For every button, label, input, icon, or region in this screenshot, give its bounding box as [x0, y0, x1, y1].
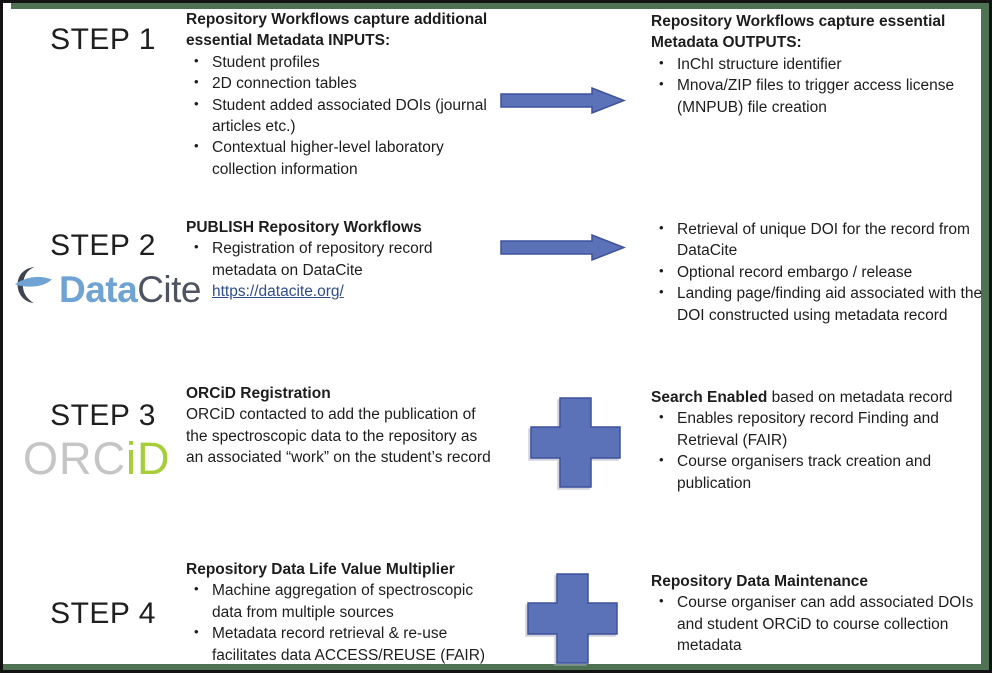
step-4-maintenance-panel: Repository Data Maintenance Course organ…	[651, 571, 989, 657]
plus-icon	[530, 397, 621, 493]
step-3-label: STEP 3	[50, 399, 156, 432]
step-2-publish-list: Registration of repository record metada…	[186, 238, 496, 302]
step-2-results-panel: Retrieval of unique DOI for the record f…	[651, 219, 989, 326]
list-item: InChI structure identifier	[651, 54, 983, 75]
list-item: Course organiser can add associated DOIs…	[651, 592, 989, 656]
step-3-search-list: Enables repository record Finding and Re…	[651, 408, 989, 494]
list-item: Student added associated DOIs (journal a…	[186, 95, 496, 138]
step-2-publish-panel: PUBLISH Repository Workflows Registratio…	[186, 217, 496, 303]
step-3-registration-text: ORCiD contacted to add the publication o…	[186, 406, 491, 467]
orcid-logo: ORCiD	[23, 433, 171, 485]
step-4-multiplier-list: Machine aggregation of spectroscopic dat…	[186, 580, 498, 666]
step-4-maintenance-title: Repository Data Maintenance	[651, 573, 869, 590]
step-2-results-list: Retrieval of unique DOI for the record f…	[651, 219, 989, 326]
step-1-inputs-title: Repository Workflows capture additional …	[186, 11, 488, 50]
list-item: Landing page/finding aid associated with…	[651, 283, 989, 326]
search-enabled-bold: Search Enabled	[651, 389, 768, 406]
step-1-outputs-list: InChI structure identifier Mnova/ZIP fil…	[651, 54, 983, 118]
step-4-label: STEP 4	[50, 597, 156, 630]
orcid-logo-orc: ORC	[23, 433, 126, 484]
list-item: Contextual higher-level laboratory colle…	[186, 137, 496, 180]
step-3-registration-panel: ORCiD Registration ORCiD contacted to ad…	[186, 383, 498, 469]
step-1-inputs-list: Student profiles 2D connection tables St…	[186, 52, 496, 180]
frame-accent-top	[11, 3, 989, 9]
step-3-registration-title: ORCiD Registration	[186, 385, 331, 402]
datacite-swoosh-icon	[11, 261, 55, 318]
step-2-label: STEP 2	[50, 229, 156, 262]
step-4-multiplier-panel: Repository Data Life Value Multiplier Ma…	[186, 559, 498, 666]
list-item: Course organisers track creation and pub…	[651, 451, 989, 494]
frame-accent-right	[981, 3, 989, 670]
list-item-text: Registration of repository record metada…	[212, 240, 433, 279]
list-item: Retrieval of unique DOI for the record f…	[651, 219, 989, 262]
list-item: Machine aggregation of spectroscopic dat…	[186, 580, 498, 623]
step-3-search-title: Search Enabled based on metadata record	[651, 387, 989, 408]
step-4-maintenance-list: Course organiser can add associated DOIs…	[651, 592, 989, 656]
step-1-inputs-panel: Repository Workflows capture additional …	[186, 9, 496, 180]
datacite-link[interactable]: https://datacite.org/	[212, 283, 344, 301]
right-arrow-icon	[500, 233, 627, 266]
orcid-logo-id: iD	[126, 433, 171, 484]
list-item: 2D connection tables	[186, 73, 496, 94]
step-1-label: STEP 1	[50, 23, 156, 56]
search-enabled-rest: based on metadata record	[767, 389, 953, 406]
step-4-multiplier-title: Repository Data Life Value Multiplier	[186, 561, 455, 578]
list-item: Metadata record retrieval & re-use facil…	[186, 623, 498, 666]
step-2-publish-title: PUBLISH Repository Workflows	[186, 219, 422, 236]
list-item: Registration of repository record metada…	[186, 238, 496, 302]
list-item: Mnova/ZIP files to trigger access licens…	[651, 75, 983, 118]
datacite-logo-data: Data	[59, 268, 138, 310]
step-1-outputs-panel: Repository Workflows capture essential M…	[651, 11, 983, 118]
step-3-search-panel: Search Enabled based on metadata record …	[651, 387, 989, 494]
step-1-outputs-title: Repository Workflows capture essential M…	[651, 13, 946, 52]
list-item: Student profiles	[186, 52, 496, 73]
list-item: Enables repository record Finding and Re…	[651, 408, 989, 451]
plus-icon	[527, 573, 618, 669]
right-arrow-icon	[500, 86, 627, 119]
frame-accent-bottom	[3, 664, 989, 670]
list-item: Optional record embargo / release	[651, 262, 989, 283]
